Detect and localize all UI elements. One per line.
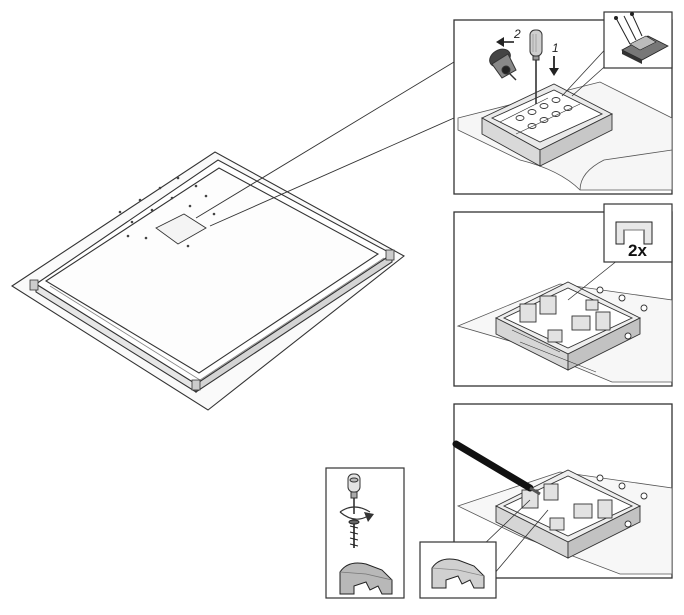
board-inner-panel <box>44 167 380 374</box>
clip-inset <box>419 541 497 599</box>
panel-1: 1 2 <box>453 11 673 195</box>
main-board <box>10 151 405 411</box>
clip-quantity-label: 2x <box>628 241 647 260</box>
screwdriver-icon <box>529 29 543 104</box>
clip-icon <box>339 562 393 595</box>
panel-2-module <box>494 281 648 373</box>
rotate-arrow-icon <box>339 506 374 522</box>
clip-icon <box>615 221 653 245</box>
screw-icon <box>348 519 360 548</box>
screwdriver-icon <box>347 473 361 514</box>
screw-inset <box>325 467 405 599</box>
step-1-label: 1 <box>552 41 559 55</box>
clip-icon <box>431 558 485 589</box>
callout-leaders <box>195 61 455 227</box>
board-hole-pattern <box>118 176 216 248</box>
panel-1-inset <box>603 11 673 69</box>
down-arrow-icon <box>549 56 559 76</box>
panel-1-module <box>481 83 613 167</box>
panel-3-leaders <box>479 499 549 575</box>
left-arrow-icon <box>496 37 514 47</box>
step-2-label: 2 <box>513 27 521 41</box>
plug-icon <box>489 48 517 81</box>
panel-2: 2x <box>453 203 673 387</box>
board-mount-recess <box>155 213 207 245</box>
panel-2-inset: 2x <box>603 203 673 263</box>
wire-icon <box>452 440 541 496</box>
